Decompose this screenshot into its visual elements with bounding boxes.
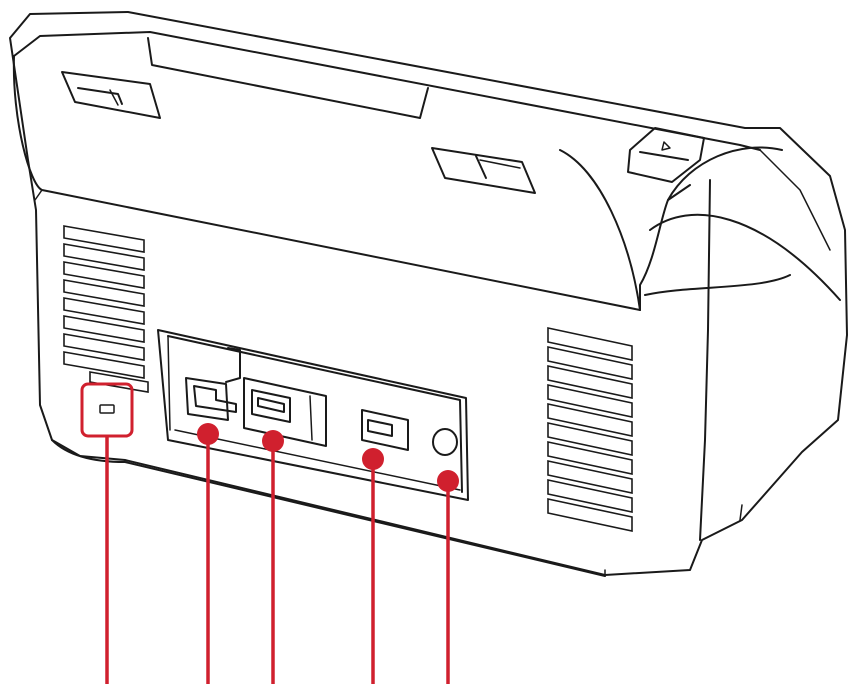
callout-port-a xyxy=(197,423,219,684)
tray-slot xyxy=(147,37,429,119)
vent-slat xyxy=(63,315,145,343)
left-vents xyxy=(63,225,149,393)
right-tab xyxy=(431,147,536,194)
callout-dot xyxy=(197,423,219,445)
vent-slat xyxy=(547,422,633,456)
vent-slat xyxy=(63,279,145,307)
left-tab xyxy=(61,71,161,119)
rear-panel-curve xyxy=(559,149,641,311)
vent-slat xyxy=(547,384,633,418)
vent-slat xyxy=(547,460,633,494)
vent-slat xyxy=(63,297,145,325)
vent-slat xyxy=(63,351,145,379)
upper-face xyxy=(12,55,641,311)
vent-slat xyxy=(63,261,145,289)
callout-power-jack xyxy=(437,470,459,684)
vent-slat xyxy=(547,403,633,437)
rear-right-edge xyxy=(699,179,711,541)
callout-security-slot xyxy=(80,382,134,684)
connector-panel xyxy=(157,329,469,501)
vent-slat xyxy=(63,225,145,253)
scanner-body xyxy=(9,11,848,577)
vent-slat xyxy=(547,441,633,475)
callout-dot xyxy=(262,430,284,452)
bottom-edge xyxy=(51,439,606,577)
port-c xyxy=(361,409,409,451)
callout-dot xyxy=(437,470,459,492)
vent-slat xyxy=(547,479,633,513)
callout-port-b xyxy=(262,430,284,684)
vent-slat xyxy=(63,333,145,361)
callouts xyxy=(80,382,459,684)
right-vents xyxy=(547,327,633,532)
vent-slat xyxy=(63,243,145,271)
callout-port-c xyxy=(362,448,384,684)
power-jack xyxy=(432,428,458,456)
port-b xyxy=(243,377,327,447)
release-button xyxy=(627,127,705,183)
security-slot xyxy=(99,404,115,414)
vent-slat xyxy=(547,327,633,361)
port-a xyxy=(185,347,241,421)
vent-slat xyxy=(547,346,633,380)
top-panel-edge xyxy=(13,31,761,151)
scanner-housing xyxy=(9,11,848,576)
vent-slat xyxy=(547,365,633,399)
callout-dot xyxy=(362,448,384,470)
vent-slat xyxy=(547,498,633,532)
vent-slat xyxy=(89,371,149,393)
panel-frame xyxy=(157,329,469,501)
